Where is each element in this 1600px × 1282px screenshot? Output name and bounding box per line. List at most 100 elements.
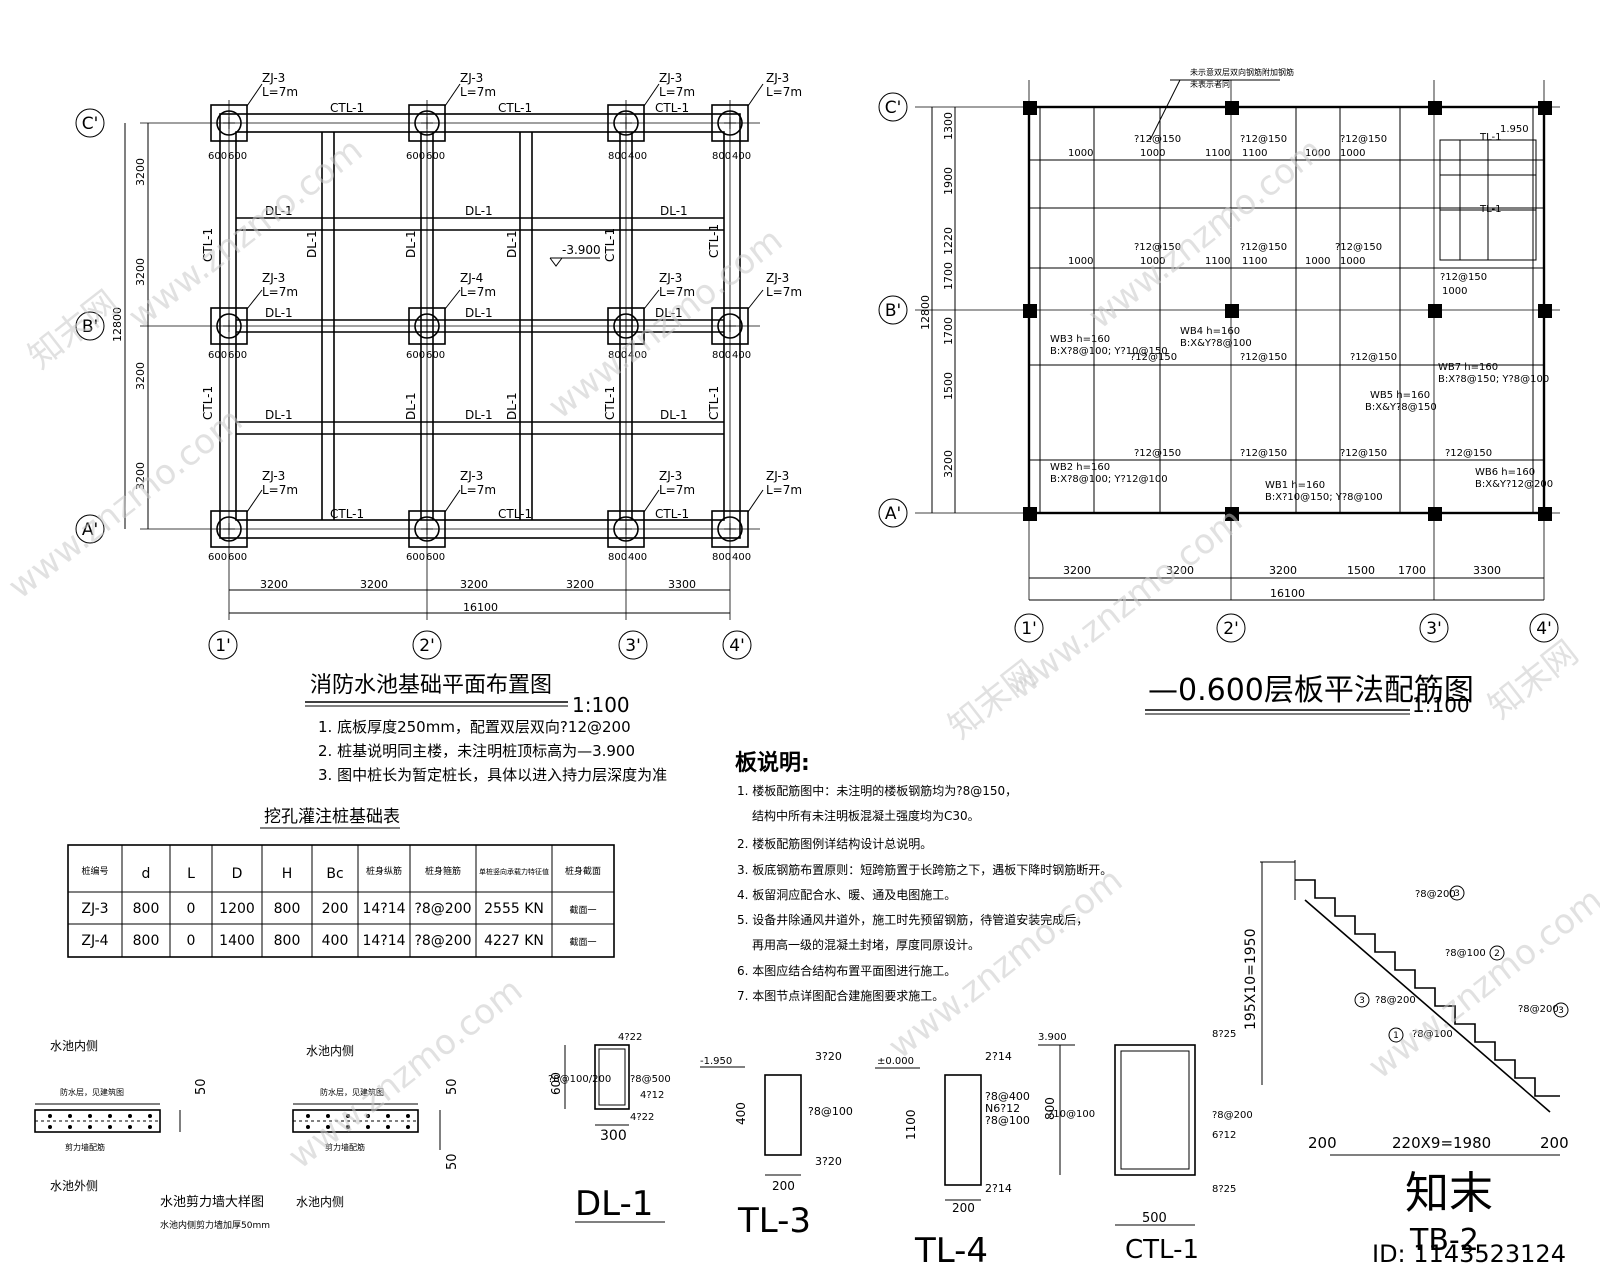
table-cell: 0 [187, 901, 196, 917]
beam-label: DL-1 [265, 408, 293, 422]
rebar-label: 1000 [1068, 148, 1093, 159]
cap-dim: 800 [608, 151, 627, 162]
table-header: 桩身截面 [565, 865, 601, 877]
pile-label: ZJ-3 [460, 71, 483, 85]
slab-rebar: B:X?10@150; Y?8@100 [1265, 492, 1383, 503]
stair-circ: 3 [1454, 889, 1460, 899]
table-cell: ?8@200 [414, 901, 471, 917]
beam-label: CTL-1 [655, 101, 689, 115]
slab-rebar: B:X&Y?12@200 [1475, 479, 1553, 490]
section-note: 4?22 [630, 1112, 654, 1123]
right-slab-plan: ?12@150 ?12@150 ?12@150 1000 1000 1100 1… [878, 67, 1560, 717]
wall-note: 防水层，见建筑图 [60, 1087, 124, 1097]
table-header: H [282, 866, 293, 882]
table-header: L [187, 866, 195, 882]
stair-rebar: ?8@100 [1445, 948, 1486, 959]
section-dim: 800 [1043, 1097, 1057, 1120]
table-header: D [232, 866, 243, 882]
rebar-label: ?12@150 [1340, 134, 1387, 145]
section-dim: 400 [734, 1102, 748, 1125]
beam-label: CTL-1 [498, 101, 532, 115]
wall-label: 水池内侧 [306, 1044, 354, 1058]
section-dl1: 4?22 ?8@100/200 ?8@500 4?12 4?22 600 300… [548, 1032, 671, 1224]
cap-dim: 600 [426, 552, 445, 563]
watermark-id: ID: 1143523124 [1372, 1240, 1566, 1268]
slab-id: WB4 h=160 [1180, 326, 1240, 337]
slab-notes: 板说明: 1. 楼板配筋图中：未注明的楼板钢筋均为?8@150， 结构中所有未注… [735, 750, 1112, 1003]
wall-label: 水池内侧 [50, 1039, 98, 1053]
section-note: ?8@100 [985, 1114, 1030, 1127]
span-dim-y: 3200 [134, 462, 147, 490]
table-cell: 800 [133, 901, 160, 917]
section-name: TL-3 [737, 1201, 811, 1241]
wall-note: 防水层，见建筑图 [320, 1087, 384, 1097]
rebar-label: ?12@150 [1240, 352, 1287, 363]
axis-label: 2' [419, 636, 435, 656]
top-note: 未表示者同 [1190, 79, 1230, 89]
rebar-label: ?12@150 [1340, 448, 1387, 459]
table-cell: 4227 KN [484, 933, 544, 949]
slab-note: 再用高一级的混凝土封堵，厚度同原设计。 [752, 937, 980, 952]
watermark-logo: 知末 [1405, 1168, 1493, 1219]
span-dim: 3200 [1166, 564, 1194, 577]
rebar-label: 1000 [1140, 148, 1165, 159]
wall-dim: 50 [445, 1153, 460, 1170]
beam-label: DL-1 [655, 306, 683, 320]
table-header: Bc [326, 866, 343, 882]
cap-dim: 400 [732, 151, 751, 162]
stair-rebar: ?8@200 [1375, 995, 1416, 1006]
slab-notes-title: 板说明: [735, 750, 810, 776]
rebar-label: ?12@150 [1350, 352, 1397, 363]
axis-label: 3' [625, 636, 641, 656]
pile-label: ZJ-3 [262, 469, 285, 483]
cap-dim: 400 [628, 151, 647, 162]
table-cell: 2555 KN [484, 901, 544, 917]
pile-table-title: 挖孔灌注桩基础表 [264, 807, 400, 827]
plan-note: 2. 桩基说明同主楼，未注明桩顶标高为—3.900 [318, 742, 635, 760]
table-cell: ZJ-3 [81, 901, 108, 917]
slab-note: 7. 本图节点详图配合建施图要求施工。 [737, 988, 944, 1003]
cap-dim: 600 [406, 350, 425, 361]
axis-label: B' [885, 301, 901, 321]
beam-label-vertical: CTL-1 [707, 224, 721, 258]
table-cell: 截面一 [569, 936, 596, 948]
elevation-label: -3.900 [562, 243, 601, 257]
rebar-label: ?12@150 [1240, 448, 1287, 459]
section-dim: 200 [952, 1201, 975, 1215]
stair-end: 200 [1540, 1134, 1569, 1152]
beam-label-vertical: CTL-1 [201, 228, 215, 262]
stair-run: 220X9=1980 [1392, 1134, 1491, 1152]
pile-length: L=7m [766, 483, 802, 497]
table-cell: ?8@200 [414, 933, 471, 949]
section-note: 3?20 [815, 1155, 842, 1168]
right-plan-title: —0.600层板平法配筋图 [1148, 673, 1474, 708]
table-cell: 200 [322, 901, 349, 917]
wall-detail: 水池内侧 水池外侧 水池内侧 水池内侧 水池剪力墙大样图 水池内侧剪力墙加厚50… [34, 1039, 460, 1231]
span-dim-y: 1300 [942, 112, 955, 140]
beam-label-vertical: DL-1 [404, 392, 418, 420]
span-dim-y: 1900 [942, 167, 955, 195]
watermark-text: www.znzmo.com [1, 400, 250, 607]
wall-dim: 50 [445, 1078, 460, 1095]
rebar-label: ?12@150 [1134, 242, 1181, 253]
cap-dim: 400 [628, 350, 647, 361]
stair-circ: 1 [1393, 1031, 1399, 1041]
table-header: d [142, 866, 151, 882]
axis-label: 4' [1536, 619, 1552, 639]
plan-note: 1. 底板厚度250mm，配置双层双向?12@200 [318, 718, 631, 736]
pile-label: ZJ-3 [659, 469, 682, 483]
span-dim: 3200 [360, 578, 388, 591]
pile-label: ZJ-3 [766, 71, 789, 85]
slab-rebar: B:X?8@100; Y?12@100 [1050, 474, 1168, 485]
table-cell: 1200 [219, 901, 255, 917]
watermark-text: www.znzmo.com [1081, 130, 1330, 337]
table-header: 桩身纵筋 [366, 865, 402, 877]
slab-id: WB5 h=160 [1370, 390, 1430, 401]
rebar-label: ?12@150 [1240, 134, 1287, 145]
table-cell: 14?14 [362, 901, 405, 917]
cap-dim: 400 [628, 552, 647, 563]
wall-note: 剪力墙配筋 [325, 1142, 365, 1152]
pile-length: L=7m [262, 85, 298, 99]
pile-label: ZJ-3 [460, 469, 483, 483]
stair-section: 195X10=1950 220X9=1980 200 200 ?8@200 ?8… [1243, 860, 1569, 1258]
